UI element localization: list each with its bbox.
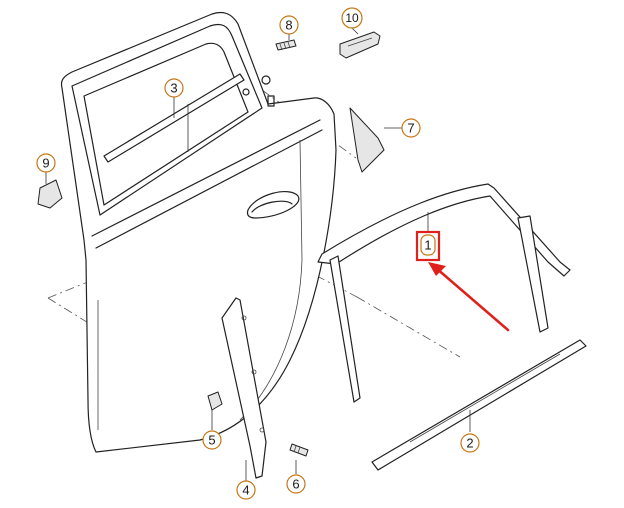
callout-5: 5	[202, 430, 222, 450]
part-9-clip	[37, 172, 63, 209]
part-4-pillar-trim	[221, 297, 267, 482]
callout-9: 9	[36, 153, 56, 173]
callout-6-label: 6	[292, 477, 299, 492]
callout-1-label: 1	[424, 238, 431, 253]
part-6-bolt	[289, 443, 309, 474]
part-8-screw	[275, 34, 297, 51]
part-2-sill-strip	[371, 339, 587, 471]
callout-2-label: 2	[466, 436, 473, 451]
callout-10-label: 10	[345, 11, 359, 25]
callout-5-label: 5	[208, 433, 215, 448]
callout-8-label: 8	[285, 18, 292, 33]
highlight-arrow-shaft	[434, 266, 510, 332]
callout-7-label: 7	[407, 121, 414, 136]
highlight-arrow-head	[428, 262, 446, 276]
callout-6: 6	[286, 474, 306, 494]
part-3-strip	[103, 73, 245, 163]
callout-10: 10	[341, 7, 363, 29]
part-1-window-frame	[317, 183, 571, 403]
highlight-annotation	[415, 230, 510, 332]
callout-8: 8	[279, 15, 299, 35]
door-shell	[60, 11, 337, 453]
highlight-box	[415, 230, 441, 262]
callout-7: 7	[401, 118, 421, 138]
callout-4-label: 4	[242, 483, 249, 498]
callout-2: 2	[460, 433, 480, 453]
callout-9-label: 9	[42, 156, 49, 171]
callout-1: 1	[420, 234, 436, 256]
callout-3: 3	[164, 78, 184, 98]
part-10-handle-bracket	[339, 27, 381, 59]
callout-3-label: 3	[170, 81, 177, 96]
part-5-clip-nut	[207, 391, 223, 430]
callout-4: 4	[236, 480, 256, 500]
part-7-triangle-cover	[349, 107, 402, 173]
